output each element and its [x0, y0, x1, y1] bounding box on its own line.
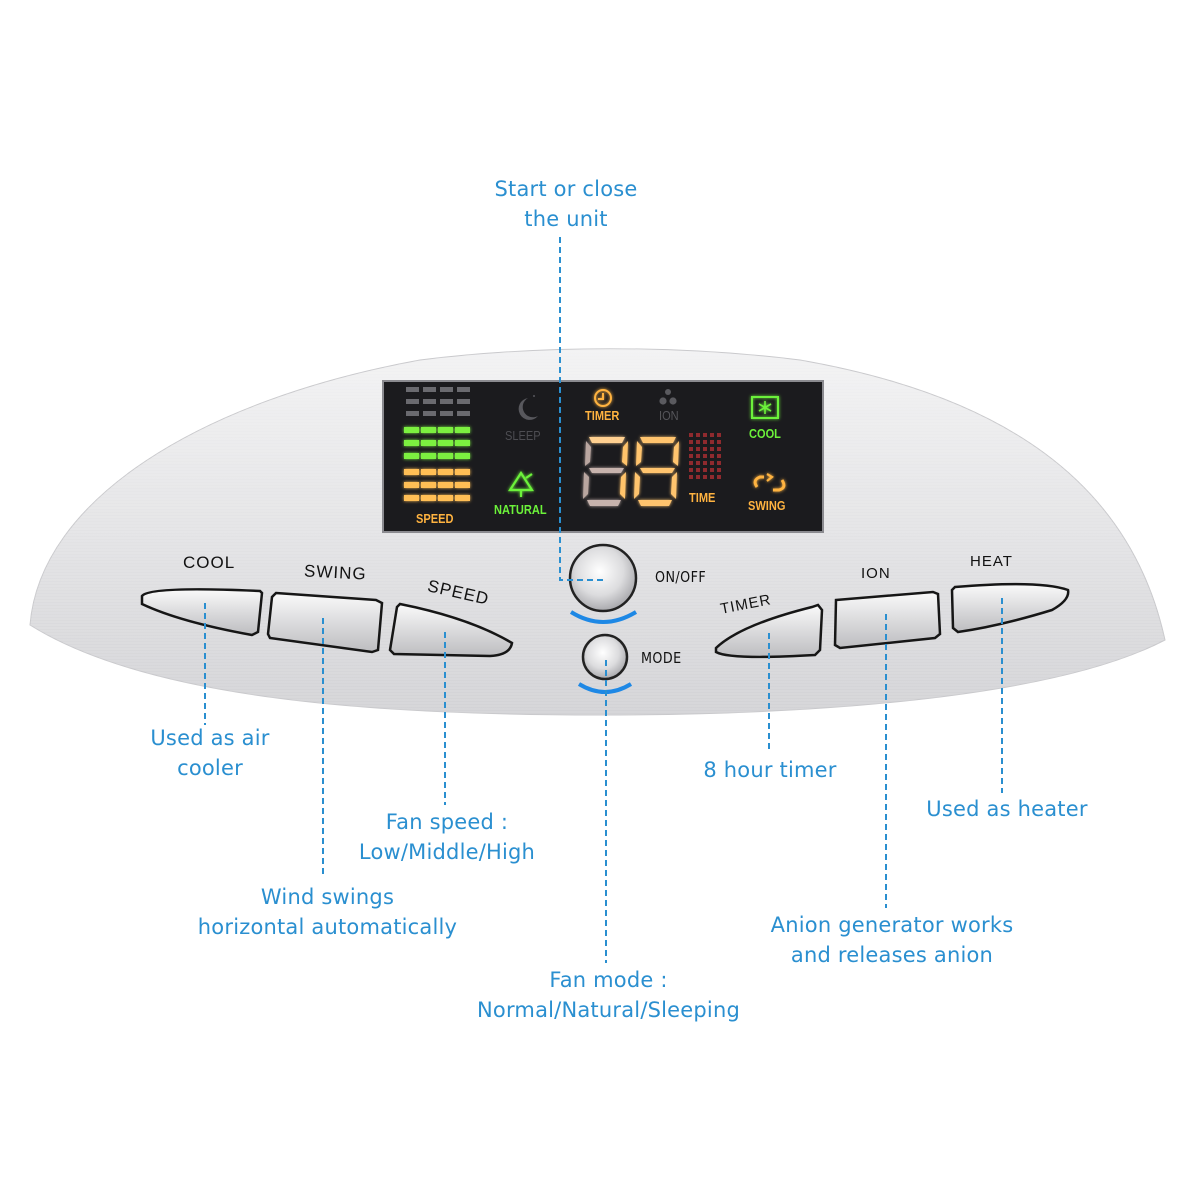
lcd-label-natural: NATURAL [494, 502, 547, 517]
leader-lines [204, 237, 1003, 963]
ion-button[interactable] [835, 592, 940, 648]
swing-button[interactable] [268, 593, 382, 653]
seven-segment-digits [583, 437, 679, 506]
speed-button[interactable] [390, 604, 512, 657]
lcd-label-sleep: SLEEP [505, 428, 541, 443]
annotation-mode: Fan mode : Normal/Natural/Sleeping [477, 968, 740, 1022]
timer-clock-icon [594, 389, 612, 407]
label-mode: MODE [641, 649, 682, 667]
annotation-timer: 8 hour timer [703, 758, 837, 782]
speed-bars [404, 387, 470, 501]
lcd-display [382, 380, 824, 533]
cool-button[interactable] [142, 588, 262, 634]
annotation-swing: Wind swings horizontal automatically [197, 885, 458, 939]
annotation-speed: Fan speed : Low/Middle/High [358, 810, 536, 864]
mode-button[interactable] [583, 635, 627, 679]
left-buttons [140, 588, 514, 658]
center-buttons [568, 543, 638, 694]
annotation-cool: Used as air cooler [150, 726, 270, 780]
lcd-label-cool: COOL [749, 426, 781, 441]
annotation-ion: Anion generator works and releases anion [770, 913, 1014, 967]
lcd-label-speed: SPEED [416, 511, 454, 526]
lcd-label-time: TIME [689, 490, 716, 505]
lcd-label-ion: ION [659, 408, 679, 423]
label-swing: SWING [303, 561, 368, 584]
natural-tree-icon [507, 470, 535, 497]
cool-snowflake-icon [751, 396, 779, 419]
swing-arrows-icon [753, 473, 786, 492]
sleep-moon-icon [518, 398, 538, 420]
time-dot-grid [689, 433, 721, 479]
label-heat: HEAT [970, 553, 1013, 570]
label-cool: COOL [183, 553, 236, 572]
on-off-button[interactable] [570, 545, 636, 611]
annotation-on-off: Start or close the unit [494, 177, 638, 231]
label-ion: ION [861, 565, 891, 582]
lcd-label-swing: SWING [748, 498, 786, 513]
ion-icon [659, 389, 677, 405]
lcd-label-timer: TIMER [585, 408, 620, 423]
right-buttons [714, 582, 1070, 659]
timer-button[interactable] [716, 605, 822, 657]
label-on-off: ON/OFF [655, 568, 707, 586]
heat-button[interactable] [952, 582, 1070, 632]
annotation-heat: Used as heater [926, 797, 1088, 821]
